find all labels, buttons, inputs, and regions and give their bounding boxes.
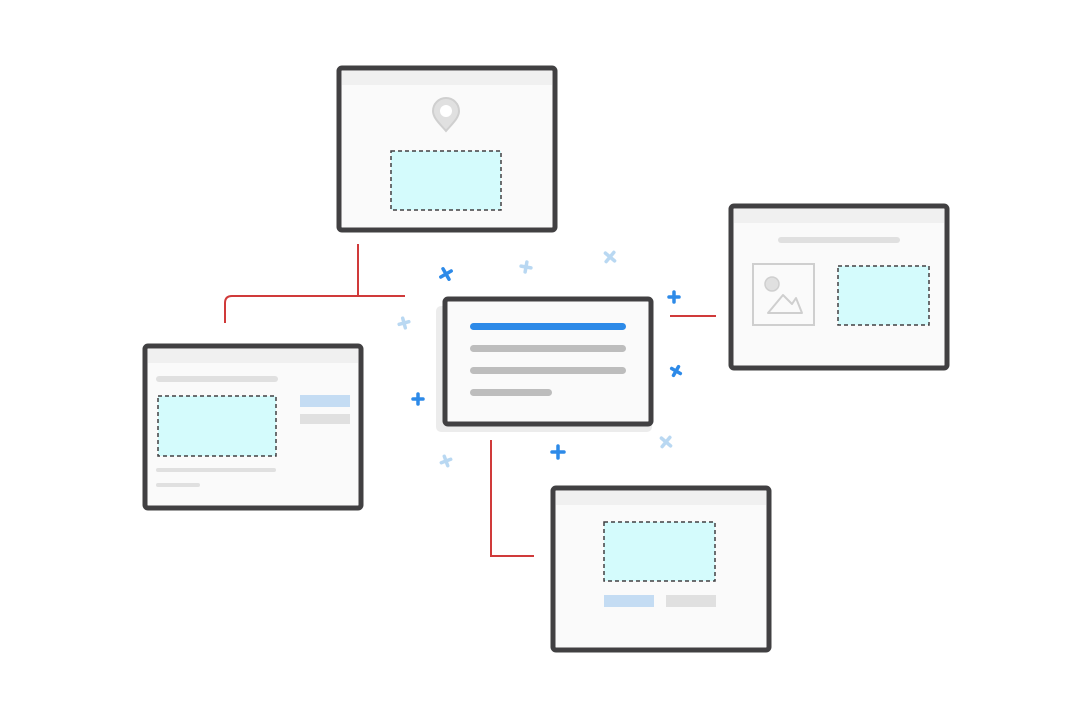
sparkle-icon (397, 316, 411, 330)
frame-bottom-button-secondary (666, 595, 716, 607)
frame-bottom-placeholder (603, 521, 716, 582)
connectors (224, 244, 716, 557)
frame-left (142, 343, 364, 511)
frame-right-titlebar (734, 209, 944, 223)
frame-right-placeholder (837, 265, 930, 326)
frame-bottom-titlebar (556, 491, 766, 505)
frame-left-titlebar (148, 349, 358, 363)
sparkle-icon (603, 250, 617, 264)
frame-top (336, 65, 558, 233)
sparkle-decorations (397, 250, 683, 468)
sparkle-icon (439, 267, 453, 281)
frame-right-title-line (778, 237, 900, 243)
frame-left-placeholder (157, 395, 277, 457)
frame-bottom (550, 485, 772, 653)
frame-top-titlebar (342, 71, 552, 85)
sparkle-icon (550, 444, 566, 460)
frame-bottom-button-primary (604, 595, 654, 607)
frame-top-placeholder (390, 150, 502, 211)
central-card-line-3 (470, 367, 626, 374)
sparkle-icon (439, 454, 453, 468)
frame-left-sidebar-block-1 (300, 395, 350, 407)
connector-center-to-bottom (490, 440, 534, 557)
map-pin-icon (431, 97, 461, 133)
sparkle-icon (411, 392, 425, 406)
frame-left-sidebar-block-2 (300, 414, 350, 424)
sparkle-icon (659, 435, 673, 449)
frame-left-text-line-2 (156, 483, 200, 487)
text-lines-icon (470, 323, 626, 396)
connector-center-to-left (224, 295, 358, 323)
frame-left-text-line-1 (156, 468, 276, 472)
frame-left-title-line (156, 376, 278, 382)
central-card-line-4 (470, 389, 552, 396)
central-card-line-highlight (470, 323, 626, 330)
sparkle-icon (667, 290, 681, 304)
central-card-window (442, 296, 654, 427)
connector-center-to-top (357, 244, 405, 297)
central-card-line-2 (470, 345, 626, 352)
central-card (436, 296, 654, 432)
sparkle-icon (519, 260, 533, 274)
frame-right (728, 203, 950, 371)
image-icon (752, 263, 815, 326)
sparkle-icon (669, 364, 683, 378)
